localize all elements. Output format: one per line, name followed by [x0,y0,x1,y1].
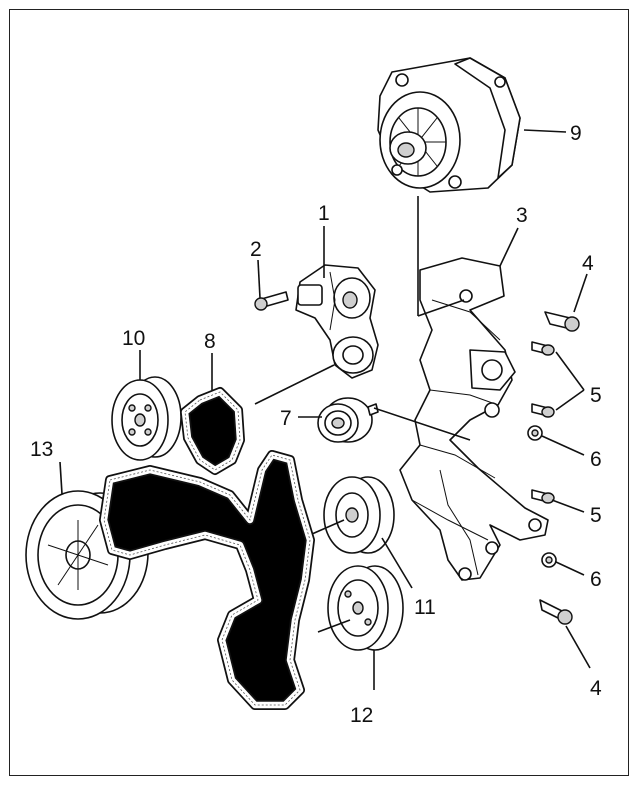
pulley-10 [111,376,182,461]
callout-9: 9 [570,122,582,145]
bolt-5-lower [531,489,555,504]
mounting-bracket [399,257,549,581]
callout-4-lower: 4 [590,677,602,700]
nut-6-upper [527,425,543,441]
callout-labels: 1 2 3 4 4 5 5 6 6 7 8 9 10 11 12 13 [30,122,602,727]
bolt-4-lower [539,599,573,625]
nut-6-lower [541,552,557,568]
pulley-12 [327,565,404,651]
pulley-11 [323,476,395,554]
callout-4-upper: 4 [582,252,594,275]
callout-1: 1 [318,202,330,225]
drive-belt [104,392,310,705]
idler-pulley [317,397,379,443]
callout-6-lower: 6 [590,568,602,591]
callout-3: 3 [516,204,528,227]
callout-5-upper: 5 [590,384,602,407]
callout-12: 12 [350,704,373,727]
callout-7: 7 [280,407,292,430]
callout-10: 10 [122,327,145,350]
callout-13: 13 [30,438,53,461]
callout-11: 11 [414,596,436,619]
bolt-5-middle [531,403,555,418]
callout-6-upper: 6 [590,448,602,471]
diagram-frame [9,9,629,776]
leader-lines [59,129,591,690]
callout-5-lower: 5 [590,504,602,527]
bolt-4-upper [544,311,580,332]
callout-2: 2 [250,238,262,261]
belt-tensioner [295,264,379,379]
bolt-2 [254,291,289,311]
alternator [377,57,521,193]
callout-8: 8 [204,330,216,353]
bolt-5-upper [531,341,555,356]
